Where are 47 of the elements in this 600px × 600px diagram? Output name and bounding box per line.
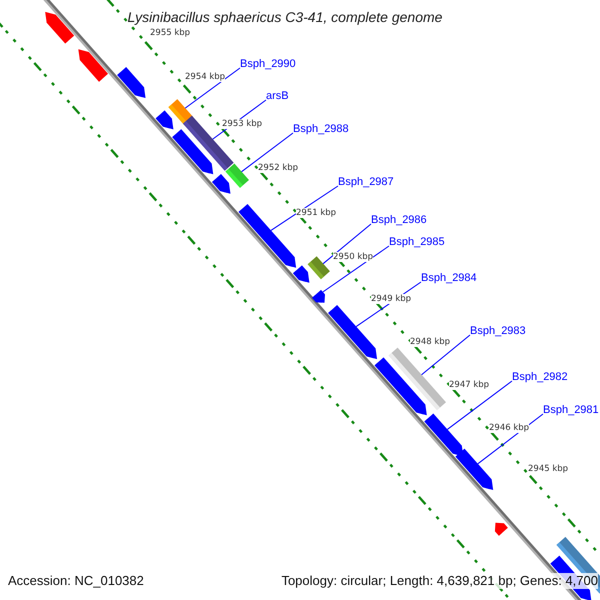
- gene-label: Bsph_2982: [512, 371, 568, 383]
- scale-label: 2953 kbp: [222, 119, 262, 129]
- scale-label: 2949 kbp: [371, 294, 412, 304]
- leader-line: [446, 380, 512, 430]
- scale-label: 2947 kbp: [449, 380, 490, 390]
- gene-label: Bsph_2986: [371, 214, 427, 226]
- genome-info-text: Topology: circular; Length: 4,639,821 bp; Genes: 4,700: [281, 573, 598, 589]
- scale-label: 2955 kbp: [150, 28, 190, 38]
- gene-label: Bsph_2987: [338, 176, 394, 188]
- scale-label: 2945 kbp: [528, 464, 568, 474]
- scale-label: 2946 kbp: [489, 423, 530, 433]
- gene-feature: [494, 522, 508, 536]
- gene-feature: [312, 290, 325, 303]
- leader-line: [322, 246, 390, 292]
- gene-feature: [424, 413, 464, 456]
- gene-label: Bsph_2981: [543, 404, 599, 416]
- gene-feature: [328, 304, 378, 360]
- leader-line: [421, 334, 470, 376]
- title: Lysinibacillus sphaericus C3-41, complete genome: [126, 9, 444, 25]
- gene-feature: [238, 204, 296, 268]
- scale-label: 2948 kbp: [410, 337, 450, 347]
- scale-label: 2951 kbp: [296, 208, 336, 218]
- accession-text: Accession: NC_010382: [8, 573, 144, 589]
- gene-feature: [172, 129, 214, 174]
- gene-feature: [78, 49, 108, 82]
- scale-label: 2954 kbp: [185, 72, 226, 82]
- gene-feature: [156, 110, 174, 130]
- gene-label: Bsph_2990: [240, 58, 296, 70]
- leader-line: [241, 132, 294, 172]
- gene-feature: [45, 12, 74, 44]
- gene-label: Bsph_2984: [421, 272, 477, 284]
- gene-label: Bsph_2983: [470, 325, 526, 337]
- gene-feature: [212, 174, 230, 194]
- gene-feature: [117, 67, 146, 98]
- leader-line: [270, 186, 338, 231]
- gene-label: Bsph_2985: [389, 236, 445, 248]
- gene-label: Bsph_2988: [293, 123, 349, 135]
- gene-feature: [456, 448, 494, 490]
- gene-block: [225, 164, 249, 188]
- scale-label: 2952 kbp: [258, 163, 298, 173]
- gene-block: [388, 348, 446, 410]
- gene-feature: [292, 265, 310, 283]
- scale-label: 2950 kbp: [333, 252, 374, 262]
- leader-line: [322, 224, 372, 264]
- leader-line: [184, 68, 240, 109]
- gene-block: [308, 256, 330, 280]
- gene-label: arsB: [266, 90, 289, 102]
